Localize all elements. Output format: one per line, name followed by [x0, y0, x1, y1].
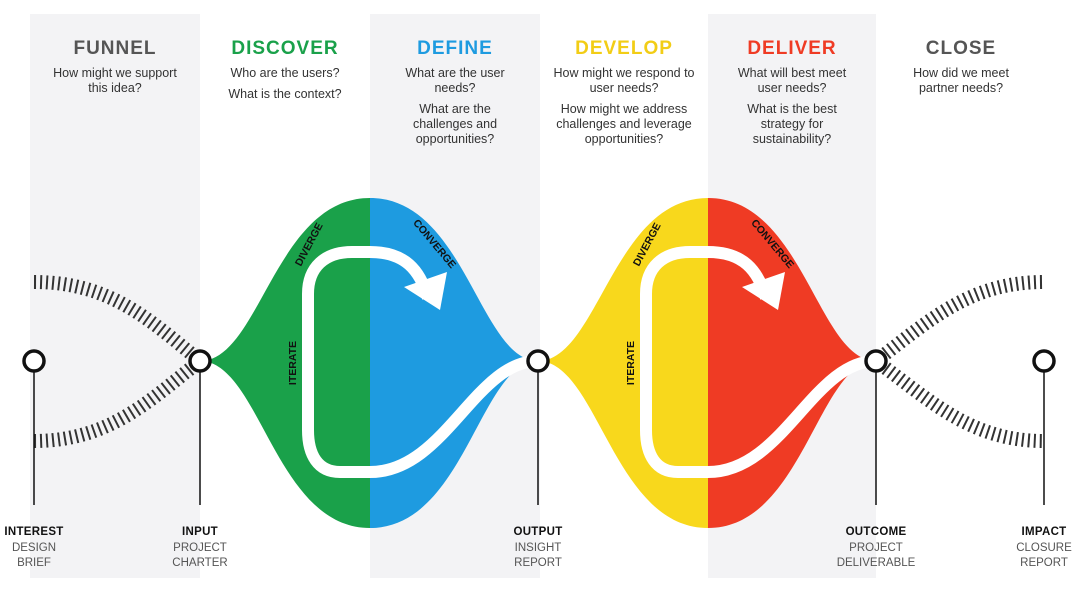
close-curve-bottom — [871, 355, 1045, 448]
iterate-loop-2 — [640, 246, 877, 478]
funnel-column-bg — [30, 14, 200, 578]
funnel-question-1: How might we support this idea? — [53, 66, 177, 95]
milestone-label-output: OUTPUT INSIGHT REPORT — [478, 526, 598, 571]
milestone-impact — [1032, 349, 1056, 505]
milestone-title-impact: IMPACT — [1021, 526, 1067, 538]
milestone-outcome — [864, 349, 888, 505]
milestone-sub-impact-1: CLOSURE — [1016, 542, 1072, 554]
discover-question-2: What is the context? — [228, 87, 342, 101]
iterate-loop-1 — [302, 246, 539, 478]
milestone-label-interest: INTEREST DESIGN BRIEF — [0, 526, 94, 571]
milestone-node-input — [188, 349, 212, 373]
discover-half — [200, 198, 370, 528]
phase-title-define: DEFINE — [417, 38, 493, 59]
milestone-sub-output-2: REPORT — [514, 557, 562, 569]
milestone-sub-input-2: CHARTER — [172, 557, 228, 569]
milestone-label-input: INPUT PROJECT CHARTER — [140, 526, 260, 571]
phase-title-funnel: FUNNEL — [73, 38, 157, 59]
develop-questions: How might we respond to user needs? How … — [548, 66, 700, 153]
milestone-sub-output-1: INSIGHT — [514, 542, 562, 554]
phase-title-close: CLOSE — [925, 38, 997, 59]
funnel-curve-top — [33, 275, 205, 367]
iterate-label-2: ITERATE — [625, 341, 637, 385]
iterate-label-1: ITERATE — [287, 341, 299, 385]
define-question-1: What are the user needs? — [405, 66, 505, 95]
develop-question-2: How might we address challenges and leve… — [556, 102, 692, 146]
close-question-1: How did we meet partner needs? — [913, 66, 1009, 95]
phase-title-discover: DISCOVER — [231, 38, 339, 59]
deliver-question-2: What is the best strategy for sustainabi… — [747, 102, 837, 146]
develop-question-1: How might we respond to user needs? — [553, 66, 695, 95]
milestone-sub-outcome-2: DELIVERABLE — [836, 557, 916, 569]
funnel-curve-bottom — [33, 355, 205, 448]
deliver-question-1: What will best meet user needs? — [737, 66, 847, 95]
discover-questions: Who are the users? What is the context? — [215, 66, 355, 108]
milestone-title-output: OUTPUT — [513, 526, 563, 538]
milestone-output — [526, 349, 550, 505]
milestone-label-outcome: OUTCOME PROJECT DELIVERABLE — [816, 526, 936, 571]
close-curve-top — [871, 275, 1045, 367]
milestone-sub-impact-2: REPORT — [1020, 557, 1068, 569]
milestone-title-input: INPUT — [182, 526, 218, 538]
milestone-node-impact — [1032, 349, 1056, 373]
phase-title-develop: DEVELOP — [575, 38, 673, 59]
milestone-input — [188, 349, 212, 505]
milestone-sub-interest-2: BRIEF — [17, 557, 51, 569]
milestone-interest — [22, 349, 46, 505]
define-questions: What are the user needs? What are the ch… — [398, 66, 512, 153]
milestone-node-interest — [22, 349, 46, 373]
funnel-questions: How might we support this idea? — [52, 66, 178, 102]
deliver-questions: What will best meet user needs? What is … — [734, 66, 850, 153]
milestone-title-outcome: OUTCOME — [845, 526, 907, 538]
milestone-node-output — [526, 349, 550, 373]
milestone-sub-outcome-1: PROJECT — [849, 542, 903, 554]
discover-question-1: Who are the users? — [230, 66, 340, 80]
milestone-title-interest: INTEREST — [4, 526, 64, 538]
phase-title-deliver: DELIVER — [747, 38, 837, 59]
iterate-arrow-1 — [404, 272, 447, 310]
define-question-2: What are the challenges and opportunitie… — [412, 102, 498, 146]
iterate-arrow-2 — [742, 272, 785, 310]
milestone-node-outcome — [864, 349, 888, 373]
milestone-label-impact: IMPACT CLOSURE REPORT — [984, 526, 1080, 571]
close-questions: How did we meet partner needs? — [895, 66, 1027, 102]
milestone-sub-input-1: PROJECT — [173, 542, 227, 554]
develop-half — [538, 198, 708, 528]
milestone-sub-interest-1: DESIGN — [11, 542, 57, 554]
